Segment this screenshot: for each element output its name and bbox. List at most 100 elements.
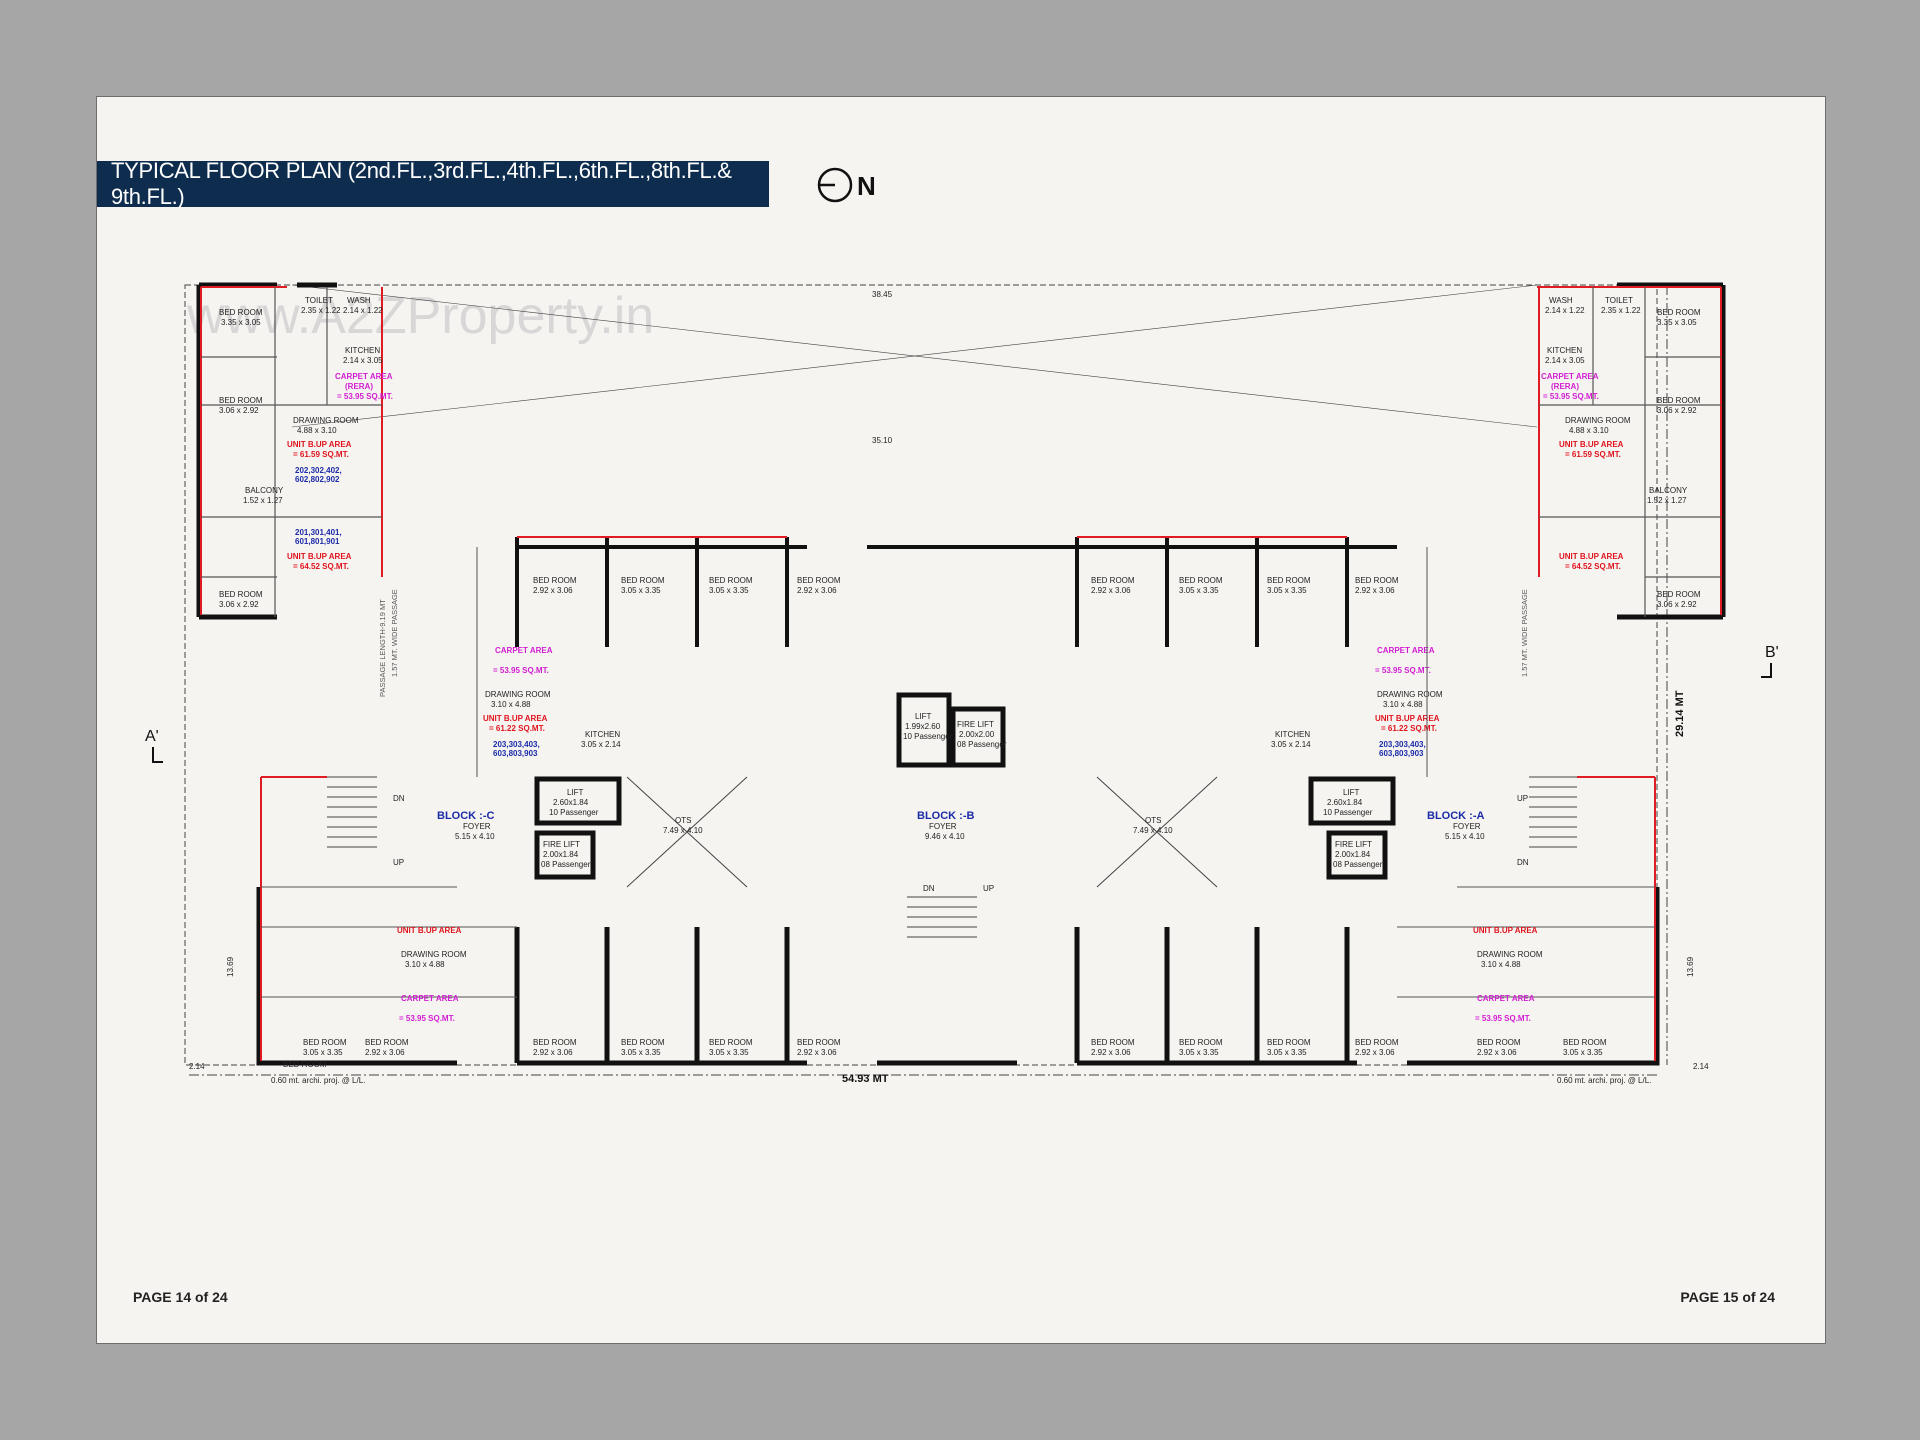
unit-numbers-b2: 601,801,901 xyxy=(295,537,340,546)
core-elements: LIFT 2.60x1.84 10 Passenger FIRE LIFT 2.… xyxy=(327,692,1577,938)
bedroom-label: BED ROOM xyxy=(1267,576,1311,585)
unit-numbers: 202,302,402, xyxy=(295,466,342,475)
right-upper-units: BED ROOM 3.35 x 3.05 TOILET 2.35 x 1.22 … xyxy=(1520,282,1726,677)
kitchen-size: 3.05 x 2.14 xyxy=(1271,740,1311,749)
bup-area-b-label: UNIT B.UP AREA xyxy=(287,552,352,561)
section-b-label: B' xyxy=(1765,644,1779,661)
bup-area-label: UNIT B.UP AREA xyxy=(1473,926,1538,935)
block-labels: BLOCK :-C FOYER 5.15 x 4.10 BLOCK :-B FO… xyxy=(437,810,1485,841)
bedroom-label: BED ROOM xyxy=(1091,576,1135,585)
unit-numbers: 203,303,403, xyxy=(493,740,540,749)
carpet-area-label: CARPET AREA xyxy=(1377,646,1435,655)
bedroom-size: 2.92 x 3.06 xyxy=(1091,1048,1131,1057)
bedroom-size: 3.05 x 3.35 xyxy=(1267,1048,1307,1057)
balcony-label: BALCONY xyxy=(245,486,284,495)
carpet-area-label: CARPET AREA xyxy=(1541,372,1599,381)
bedroom-size: 3.05 x 3.35 xyxy=(303,1048,343,1057)
stair-dn-label: DN xyxy=(923,884,935,893)
wash-label: WASH xyxy=(347,296,371,305)
toilet-label: TOILET xyxy=(305,296,333,305)
bedroom-label: BED ROOM xyxy=(1355,576,1399,585)
bup-area-label: UNIT B.UP AREA xyxy=(1559,440,1624,449)
unit-numbers-b: 201,301,401, xyxy=(295,528,342,537)
balcony-size: 1.52 x 1.27 xyxy=(1647,496,1687,505)
bedroom-2-label: BED ROOM xyxy=(1657,396,1701,405)
kitchen-size: 3.05 x 2.14 xyxy=(581,740,621,749)
bedroom-label: BED ROOM xyxy=(1091,1038,1135,1047)
stair-up-label: UP xyxy=(393,858,404,867)
block-b-size: 9.46 x 4.10 xyxy=(925,832,965,841)
bedroom-size: 3.05 x 3.35 xyxy=(709,1048,749,1057)
toilet-label: TOILET xyxy=(1605,296,1633,305)
stair-dn-label: DN xyxy=(393,794,405,803)
bedroom-label: BED ROOM xyxy=(621,1038,665,1047)
fire-lift-label: FIRE LIFT xyxy=(543,840,580,849)
side-depth-dim: 13.69 xyxy=(1686,956,1695,977)
fire-lift-label: FIRE LIFT xyxy=(1335,840,1372,849)
ots-label: OTS xyxy=(1145,816,1161,825)
kitchen-label: KITCHEN xyxy=(585,730,620,739)
bedroom-label: BED ROOM xyxy=(1657,308,1701,317)
lower-units: BED ROOM BED ROOM 3.05 x 3.35 BED ROOM 2… xyxy=(226,776,1695,1085)
bedroom-2-size: 3.06 x 2.92 xyxy=(219,406,259,415)
lift-capacity: 10 Passenger xyxy=(903,732,953,741)
drawing-room-label: DRAWING ROOM xyxy=(485,690,551,699)
bedroom-size: 3.05 x 3.35 xyxy=(621,1048,661,1057)
bedroom-size: 2.92 x 3.06 xyxy=(797,586,837,595)
bedroom-size: 2.92 x 3.06 xyxy=(365,1048,405,1057)
bup-area-label: UNIT B.UP AREA xyxy=(287,440,352,449)
bedroom-size: 2.92 x 3.06 xyxy=(533,1048,573,1057)
fire-lift-size: 2.00x1.84 xyxy=(543,850,579,859)
bedroom-label: BED ROOM xyxy=(709,1038,753,1047)
page-number-left: PAGE 14 of 24 xyxy=(133,1289,228,1305)
ots-label: OTS xyxy=(675,816,691,825)
bedroom-size: 2.92 x 3.06 xyxy=(1091,586,1131,595)
bedroom-size: 3.05 x 3.35 xyxy=(709,586,749,595)
bedroom-label: BED ROOM xyxy=(533,1038,577,1047)
block-b-foyer: FOYER xyxy=(929,822,957,831)
bedroom-label: BED ROOM xyxy=(365,1038,409,1047)
lift-label: LIFT xyxy=(915,712,932,721)
bedroom-size: 3.05 x 3.35 xyxy=(1267,586,1307,595)
kitchen-label: KITCHEN xyxy=(1275,730,1310,739)
carpet-area-value: = 53.95 SQ.MT. xyxy=(1475,1014,1531,1023)
stair-dn-label: DN xyxy=(1517,858,1529,867)
unit-numbers: 203,303,403, xyxy=(1379,740,1426,749)
block-a-foyer: FOYER xyxy=(1453,822,1481,831)
unit-numbers-2: 603,803,903 xyxy=(493,749,538,758)
block-a-size: 5.15 x 4.10 xyxy=(1445,832,1485,841)
bedroom-label: BED ROOM xyxy=(1355,1038,1399,1047)
carpet-area-label: CARPET AREA xyxy=(401,994,459,1003)
brochure-page: TYPICAL FLOOR PLAN (2nd.FL.,3rd.FL.,4th.… xyxy=(96,96,1826,1344)
block-c-foyer: FOYER xyxy=(463,822,491,831)
carpet-area-value: = 53.95 SQ.MT. xyxy=(399,1014,455,1023)
passage-label: 1.57 MT. WIDE PASSAGE xyxy=(390,589,399,677)
ots-size: 7.49 x 4.10 xyxy=(1133,826,1173,835)
kitchen-size: 2.14 x 3.05 xyxy=(1545,356,1585,365)
lift-size: 1.99x2.60 xyxy=(905,722,941,731)
bedroom-size: 3.35 x 3.05 xyxy=(1657,318,1697,327)
stair-up-label: UP xyxy=(1517,794,1528,803)
block-c-size: 5.15 x 4.10 xyxy=(455,832,495,841)
bedroom-2-label: BED ROOM xyxy=(219,396,263,405)
drawing-room-size: 3.10 x 4.88 xyxy=(1383,700,1423,709)
bedroom-size: 2.92 x 3.06 xyxy=(1355,586,1395,595)
fire-lift-size: 2.00x2.00 xyxy=(959,730,995,739)
bedroom-3-size: 3.06 x 2.92 xyxy=(1657,600,1697,609)
balcony-label: BALCONY xyxy=(1649,486,1688,495)
bedroom-label: BED ROOM xyxy=(1563,1038,1607,1047)
unit-numbers-2: 602,802,902 xyxy=(295,475,340,484)
fire-lift-capacity: 08 Passenger xyxy=(1333,860,1383,869)
carpet-area-value: = 53.95 SQ.MT. xyxy=(493,666,549,675)
unit-numbers-2: 603,803,903 xyxy=(1379,749,1424,758)
edge-left-dim: 2.14 xyxy=(189,1062,205,1071)
drawing-room-label: DRAWING ROOM xyxy=(1565,416,1631,425)
projection-note: 0.60 mt. archi. proj. @ L/L. xyxy=(271,1076,365,1085)
watermark-text: www.A2ZProperty.in xyxy=(186,287,654,345)
bedroom-label: BED ROOM xyxy=(621,576,665,585)
toilet-size: 2.35 x 1.22 xyxy=(301,306,341,315)
bedroom-label: BED ROOM xyxy=(1267,1038,1311,1047)
north-arrow-icon: N xyxy=(817,167,876,203)
drawing-room-label: DRAWING ROOM xyxy=(1377,690,1443,699)
bedroom-size: 3.05 x 3.35 xyxy=(1563,1048,1603,1057)
